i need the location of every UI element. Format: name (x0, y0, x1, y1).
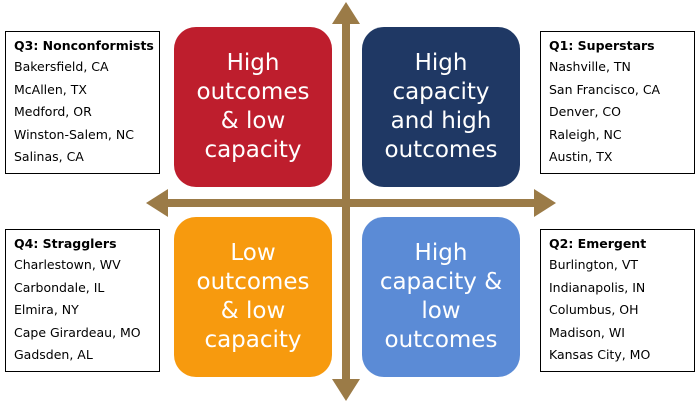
list-title: Q4: Stragglers (14, 236, 117, 251)
quadrant-low-outcomes-low-capacity: Low outcomes & low capacity (174, 217, 332, 377)
city-item: Carbondale, IL (14, 279, 105, 295)
city-item: Kansas City, MO (549, 347, 651, 362)
quadrant-high-capacity-high-outcomes: High capacity and high outcomes (362, 27, 520, 187)
q3-nonconformists-list: Q3: Nonconformists Bakersfield, CA McAlle… (5, 31, 160, 174)
list-title: Q1: Superstars (549, 38, 655, 53)
city-item: Columbus, OH (549, 302, 639, 317)
q4-stragglers-list: Q4: Stragglers Charlestown, WV Carbondale… (5, 229, 160, 372)
left-arrow-head (146, 189, 168, 217)
city-item: Raleigh, NC (549, 126, 622, 142)
city-list: Bakersfield, CA McAllen, TX Medford, OR Win… (14, 56, 159, 169)
city-item: Salinas, CA (14, 149, 84, 164)
city-item: Winston-Salem, NC (14, 126, 134, 142)
quadrant-high-capacity-low-outcomes: High capacity & low outcomes (362, 217, 520, 377)
city-item: Medford, OR (14, 104, 92, 119)
city-item: McAllen, TX (14, 81, 87, 97)
city-list: Charlestown, WV Carbondale, IL Elmira, NY C… (14, 254, 159, 367)
q1-superstars-list: Q1: Superstars Nashville, TN San Francisc… (540, 31, 695, 174)
quadrant-label: Low outcomes & low capacity (196, 240, 310, 353)
quadrant-label: High outcomes & low capacity (196, 50, 310, 163)
city-list: Nashville, TN San Francisco, CA Denver, CO… (549, 56, 694, 169)
city-item: Madison, WI (549, 324, 625, 340)
city-item: Charlestown, WV (14, 257, 121, 272)
quadrant-label: High capacity & low outcomes (379, 240, 503, 353)
city-list: Burlington, VT Indianapolis, IN Columbus, … (549, 254, 694, 367)
list-title: Q2: Emergent (549, 236, 647, 251)
quadrant-high-outcomes-low-capacity: High outcomes & low capacity (174, 27, 332, 187)
q2-emergent-list: Q2: Emergent Burlington, VT Indianapolis,… (540, 229, 695, 372)
horizontal-axis-shaft (165, 199, 538, 207)
down-arrow-head (332, 379, 360, 401)
city-item: Elmira, NY (14, 302, 79, 317)
city-item: Cape Girardeau, MO (14, 324, 141, 340)
city-item: Bakersfield, CA (14, 59, 109, 74)
up-arrow-head (332, 2, 360, 24)
city-item: San Francisco, CA (549, 81, 661, 97)
city-item: Indianapolis, IN (549, 279, 646, 295)
city-item: Gadsden, AL (14, 347, 93, 362)
right-arrow-head (534, 189, 556, 217)
city-item: Austin, TX (549, 149, 613, 164)
quadrant-label: High capacity and high outcomes (384, 50, 498, 163)
city-item: Denver, CO (549, 104, 621, 119)
list-title: Q3: Nonconformists (14, 38, 154, 53)
city-item: Burlington, VT (549, 257, 639, 272)
city-item: Nashville, TN (549, 59, 631, 74)
axis-arrows (146, 2, 556, 401)
